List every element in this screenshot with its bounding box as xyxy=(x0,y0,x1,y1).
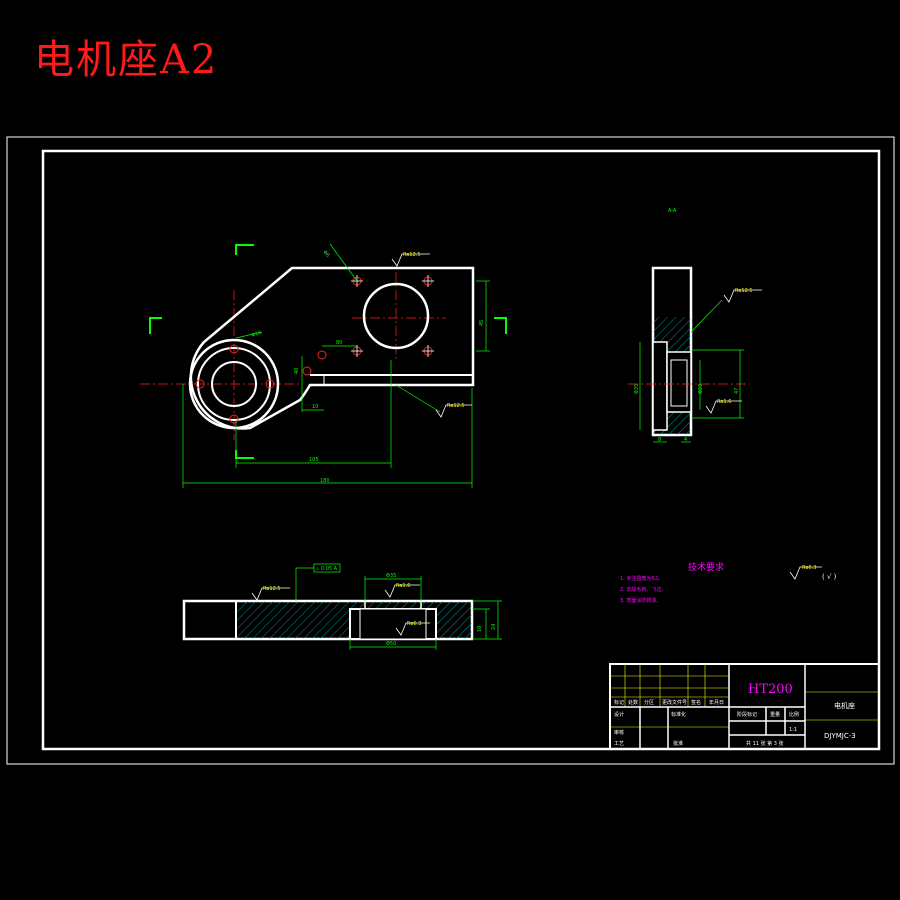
rough-side-mid: Ra1.6 xyxy=(717,399,731,405)
tb-material: HT200 xyxy=(748,682,793,697)
tolerance-frame: ⊥ 0.05 A xyxy=(315,566,338,572)
title-block: 标记 处数 分区 更改文件号 签名 年月日 设计 标准化 审核 工艺 批准 阶段… xyxy=(609,663,880,750)
dim-large-dia: Φ16 xyxy=(251,330,263,339)
tb-check: 审核 xyxy=(614,729,624,736)
tb-stage-mark: 阶段标记 xyxy=(737,711,757,718)
tb-zone: 分区 xyxy=(644,699,654,706)
rough-bottom-left: Ra12.5 xyxy=(263,586,281,592)
side-dim-d1: Φ35 xyxy=(634,384,640,394)
dim-bolt-dia: Φ6 xyxy=(321,249,330,258)
side-dim-47: 47 xyxy=(734,388,740,394)
tb-scale: 1:1 xyxy=(789,727,797,733)
tb-standardize: 标准化 xyxy=(671,711,686,718)
bracket-outline xyxy=(189,266,475,430)
side-dim-8: 8 xyxy=(658,437,661,443)
tech-req-item-1: 1. 未注圆角为R2。 xyxy=(620,575,663,582)
other-roughness-paren: ( √ ) xyxy=(822,573,837,581)
boss-outer-circle xyxy=(188,338,280,430)
technical-requirements: 技术要求 1. 未注圆角为R2。 2. 去除毛刺、飞边。 3. 表面涂防锈漆。 … xyxy=(620,561,837,604)
bottom-dim-24: 24 xyxy=(491,624,497,630)
page-title: 电机座A2 xyxy=(34,37,219,83)
tb-sheets: 共 11 张 第 3 张 xyxy=(746,740,784,747)
tech-req-item-3: 3. 表面涂防锈漆。 xyxy=(620,597,661,604)
dim-45: 45 xyxy=(479,320,485,326)
tb-approve: 批准 xyxy=(673,740,683,747)
front-view: Φ6 Φ16 80 45 40 10 105 180 Ra12.5 Ra12.5 xyxy=(140,243,507,488)
dim-105: 105 xyxy=(309,457,319,463)
rough-front-top: Ra12.5 xyxy=(403,252,421,258)
bottom-dim-top: Φ35 xyxy=(386,573,396,579)
rough-front-bottom: Ra12.5 xyxy=(447,403,465,409)
bore-circle xyxy=(211,361,257,407)
tb-part-name: 电机座 xyxy=(834,701,855,710)
rough-side-top: Ra12.5 xyxy=(735,288,753,294)
tb-date: 年月日 xyxy=(709,699,724,706)
large-hole xyxy=(362,282,430,350)
dim-80: 80 xyxy=(336,340,342,346)
rough-bottom-mid: Ra1.6 xyxy=(396,583,410,589)
tech-req-item-2: 2. 去除毛刺、飞边。 xyxy=(620,586,666,593)
other-roughness: Ra6.3 xyxy=(802,565,816,571)
tech-req-title: 技术要求 xyxy=(688,561,724,573)
bottom-dim-bottom: Φ50 xyxy=(386,641,396,647)
bottom-view: ⊥ 0.05 A Φ35 Φ50 10 24 Ra12.5 Ra1.6 Ra6.… xyxy=(182,563,502,650)
side-view: A-A Φ35 Φ22 47 8 4 Ra12.5 Ra1.6 xyxy=(628,208,762,443)
tb-process: 工艺 xyxy=(614,741,624,747)
inner-frame xyxy=(41,149,881,751)
tb-count: 处数 xyxy=(628,699,638,706)
outer-frame xyxy=(6,136,895,765)
dim-10: 10 xyxy=(312,404,318,410)
tb-ratio: 比例 xyxy=(789,711,799,718)
dim-40: 40 xyxy=(294,368,300,374)
tb-design: 设计 xyxy=(614,711,624,718)
rough-bottom-right: Ra6.3 xyxy=(407,621,421,627)
tb-mark: 标记 xyxy=(614,699,624,706)
bottom-dim-10: 10 xyxy=(477,626,483,632)
tb-drawing-no: DJYMJC-3 xyxy=(824,732,856,740)
tb-weight: 重量 xyxy=(770,711,780,718)
tb-change-doc: 更改文件号 xyxy=(662,699,687,706)
tb-sign: 签名 xyxy=(691,699,701,706)
section-label: A-A xyxy=(668,208,677,214)
side-dim-4: 4 xyxy=(684,437,687,443)
side-dim-d2: Φ22 xyxy=(698,384,704,394)
bolt-holes xyxy=(195,276,433,424)
dim-180: 180 xyxy=(320,478,330,484)
